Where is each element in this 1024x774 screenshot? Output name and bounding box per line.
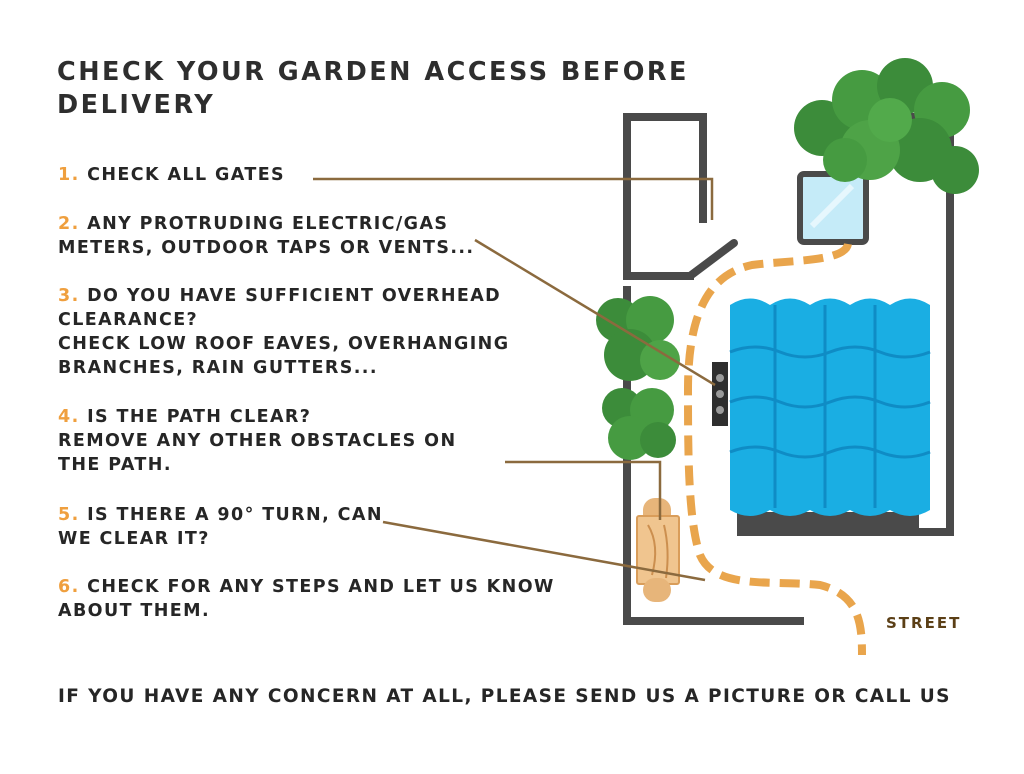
gate-icon xyxy=(686,239,738,280)
step-2: 2. ANY PROTRUDING ELECTRIC/GAS METERS, O… xyxy=(58,212,474,260)
tree-icon xyxy=(602,388,676,460)
step-number: 1. xyxy=(58,165,80,185)
step-3: 3. DO YOU HAVE SUFFICIENT OVERHEAD CLEAR… xyxy=(58,284,509,380)
step-6: 6. CHECK FOR ANY STEPS AND LET US KNOW A… xyxy=(58,575,555,623)
step-text: DO YOU HAVE SUFFICIENT OVERHEAD xyxy=(87,286,502,306)
step-text: THE PATH. xyxy=(58,455,172,475)
page-title: CHECK YOUR GARDEN ACCESS BEFORE DELIVERY xyxy=(57,57,689,120)
step-text: CHECK LOW ROOF EAVES, OVERHANGING xyxy=(58,334,510,354)
step-text: BRANCHES, RAIN GUTTERS... xyxy=(58,358,378,378)
step-number: 5. xyxy=(58,505,80,525)
meter-icon xyxy=(712,362,728,426)
delivery-path xyxy=(683,242,866,656)
leader-lines xyxy=(313,177,716,582)
step-text: CHECK FOR ANY STEPS AND LET US KNOW xyxy=(87,577,555,597)
step-text: REMOVE ANY OTHER OBSTACLES ON xyxy=(58,431,457,451)
step-number: 6. xyxy=(58,577,80,597)
step-text: IS THE PATH CLEAR? xyxy=(87,407,312,427)
leader-line-5 xyxy=(382,520,706,582)
step-1: 1. CHECK ALL GATES xyxy=(58,163,285,187)
leader-line-1 xyxy=(313,177,714,220)
step-number: 4. xyxy=(58,407,80,427)
step-5: 5. IS THERE A 90° TURN, CAN WE CLEAR IT? xyxy=(58,503,383,551)
street-label: STREET xyxy=(886,614,962,632)
step-text: ANY PROTRUDING ELECTRIC/GAS xyxy=(87,214,449,234)
leader-line-2 xyxy=(474,238,716,387)
pool-icon xyxy=(797,171,869,245)
step-number: 3. xyxy=(58,286,80,306)
step-text: CLEARANCE? xyxy=(58,310,199,330)
bench-icon xyxy=(636,498,680,602)
step-number: 2. xyxy=(58,214,80,234)
tree-icon xyxy=(596,296,680,381)
tree-icon xyxy=(794,58,979,194)
step-text: CHECK ALL GATES xyxy=(87,165,286,185)
footer-note: IF YOU HAVE ANY CONCERN AT ALL, PLEASE S… xyxy=(58,686,951,707)
step-text: ABOUT THEM. xyxy=(58,601,210,621)
step-4: 4. IS THE PATH CLEAR? REMOVE ANY OTHER O… xyxy=(58,405,457,477)
step-text: METERS, OUTDOOR TAPS OR VENTS... xyxy=(58,238,475,258)
wall-top-left xyxy=(623,113,707,280)
house-roof-icon xyxy=(729,298,931,536)
step-text: IS THERE A 90° TURN, CAN xyxy=(87,505,383,525)
leader-line-4 xyxy=(505,460,662,520)
step-text: WE CLEAR IT? xyxy=(58,529,210,549)
